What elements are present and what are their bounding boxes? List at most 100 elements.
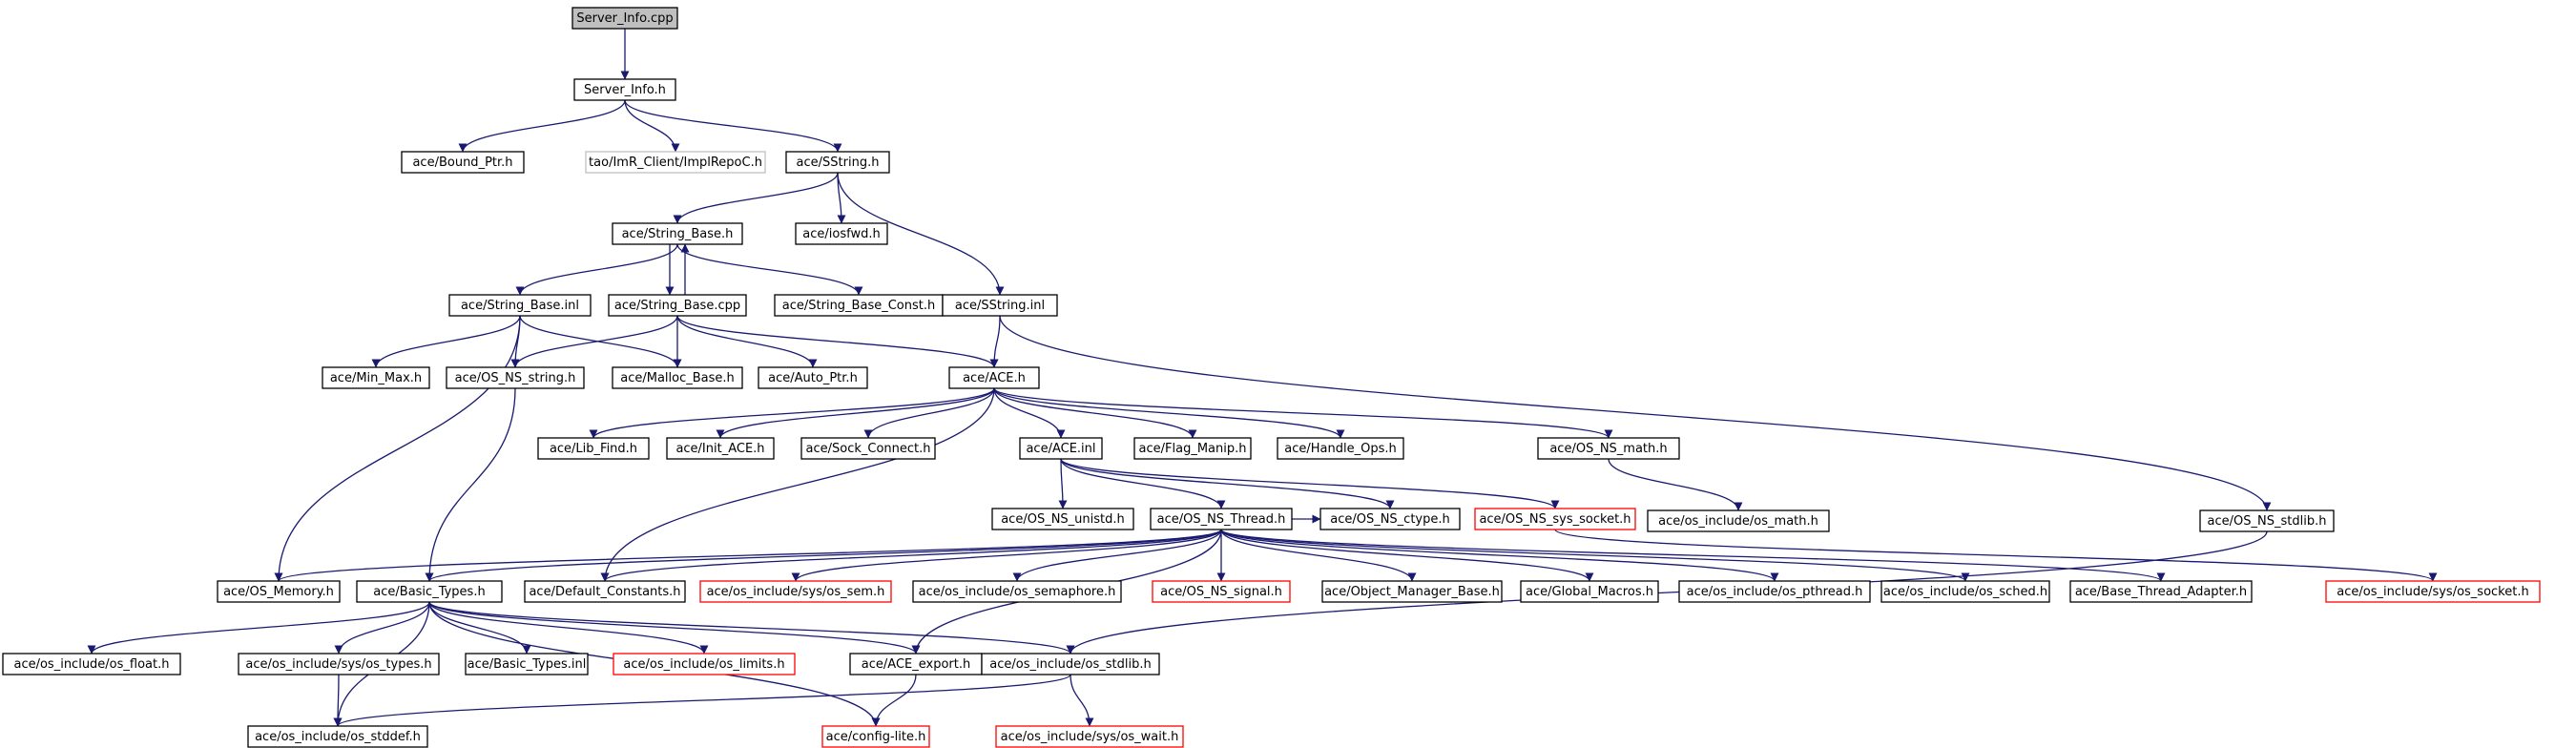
node-ace-os-ns-stdlib-h[interactable]: ace/OS_NS_stdlib.h: [2199, 509, 2335, 532]
node-box[interactable]: [612, 222, 743, 245]
node-ace-string-base-inl[interactable]: ace/String_Base.inl: [448, 294, 592, 317]
node-box[interactable]: [795, 222, 888, 245]
node-box[interactable]: [1537, 437, 1680, 460]
node-box[interactable]: [238, 653, 440, 675]
node-server-info-cpp[interactable]: Server_Info.cpp: [571, 7, 678, 30]
node-ace-os-ns-unistd-h[interactable]: ace/OS_NS_unistd.h: [991, 508, 1134, 530]
node-ace-iosfwd-h[interactable]: ace/iosfwd.h: [795, 222, 888, 245]
node-box[interactable]: [612, 366, 743, 389]
node-box[interactable]: [1647, 509, 1830, 532]
node-box[interactable]: [322, 366, 430, 389]
node-box[interactable]: [608, 294, 747, 317]
node-box[interactable]: [217, 580, 341, 603]
node-ace-base-thread-adapter-h[interactable]: ace/Base_Thread_Adapter.h: [2069, 580, 2253, 603]
node-box[interactable]: [537, 437, 650, 460]
node-ace-os-include-sys-os-socket-h[interactable]: ace/os_include/sys/os_socket.h: [2325, 580, 2541, 603]
node-box[interactable]: [2, 653, 181, 675]
node-box[interactable]: [981, 653, 1160, 675]
node-box[interactable]: [573, 78, 676, 101]
node-ace-sock-connect-h[interactable]: ace/Sock_Connect.h: [800, 437, 936, 460]
node-box[interactable]: [465, 653, 589, 675]
node-ace-auto-ptr-h[interactable]: ace/Auto_Ptr.h: [758, 366, 868, 389]
node-box[interactable]: [800, 437, 936, 460]
node-box[interactable]: [1152, 580, 1291, 603]
node-ace-ace-export-h[interactable]: ace/ACE_export.h: [849, 653, 983, 675]
node-ace-os-ns-string-h[interactable]: ace/OS_NS_string.h: [446, 366, 585, 389]
node-ace-string-base-const-h[interactable]: ace/String_Base_Const.h: [774, 294, 944, 317]
node-box[interactable]: [991, 508, 1134, 530]
edge-line: [1058, 458, 1068, 509]
node-box[interactable]: [524, 580, 686, 603]
node-ace-default-constants-h[interactable]: ace/Default_Constants.h: [524, 580, 686, 603]
node-box[interactable]: [356, 580, 503, 603]
node-box[interactable]: [446, 366, 585, 389]
node-ace-lib-find-h[interactable]: ace/Lib_Find.h: [537, 437, 650, 460]
node-box[interactable]: [995, 725, 1184, 748]
node-box[interactable]: [912, 580, 1122, 603]
node-box[interactable]: [1319, 508, 1461, 530]
node-ace-handle-ops-h[interactable]: ace/Handle_Ops.h: [1277, 437, 1404, 460]
node-ace-config-lite-h[interactable]: ace/config-lite.h: [821, 725, 930, 748]
node-box[interactable]: [785, 151, 890, 174]
node-box[interactable]: [448, 294, 592, 317]
node-ace-ace-h[interactable]: ace/ACE.h: [948, 366, 1040, 389]
node-ace-init-ace-h[interactable]: ace/Init_ACE.h: [666, 437, 775, 460]
node-ace-basic-types-inl[interactable]: ace/Basic_Types.inl: [465, 653, 589, 675]
node-ace-os-ns-sys-socket-h[interactable]: ace/OS_NS_sys_socket.h: [1474, 508, 1636, 530]
node-box[interactable]: [1678, 580, 1871, 603]
node-ace-bound-ptr-h[interactable]: ace/Bound_Ptr.h: [401, 151, 525, 174]
node-ace-os-include-sys-os-sem-h[interactable]: ace/os_include/sys/os_sem.h: [699, 580, 892, 603]
node-box[interactable]: [247, 725, 428, 748]
node-box[interactable]: [2325, 580, 2541, 603]
node-ace-os-ns-ctype-h[interactable]: ace/OS_NS_ctype.h: [1319, 508, 1461, 530]
node-ace-os-include-os-semaphore-h[interactable]: ace/os_include/os_semaphore.h: [912, 580, 1122, 603]
node-ace-global-macros-h[interactable]: ace/Global_Macros.h: [1520, 580, 1659, 603]
node-box[interactable]: [401, 151, 525, 174]
node-ace-basic-types-h[interactable]: ace/Basic_Types.h: [356, 580, 503, 603]
node-ace-min-max-h[interactable]: ace/Min_Max.h: [322, 366, 430, 389]
node-ace-os-ns-signal-h[interactable]: ace/OS_NS_signal.h: [1152, 580, 1291, 603]
node-ace-os-include-sys-os-types-h[interactable]: ace/os_include/sys/os_types.h: [238, 653, 440, 675]
node-ace-os-include-os-stdlib-h[interactable]: ace/os_include/os_stdlib.h: [981, 653, 1160, 675]
node-ace-os-include-os-pthread-h[interactable]: ace/os_include/os_pthread.h: [1678, 580, 1871, 603]
node-box[interactable]: [1277, 437, 1404, 460]
node-box[interactable]: [758, 366, 868, 389]
node-ace-object-manager-base-h[interactable]: ace/Object_Manager_Base.h: [1321, 580, 1503, 603]
node-ace-malloc-base-h[interactable]: ace/Malloc_Base.h: [612, 366, 743, 389]
node-ace-string-base-cpp[interactable]: ace/String_Base.cpp: [608, 294, 747, 317]
node-ace-flag-manip-h[interactable]: ace/Flag_Manip.h: [1133, 437, 1252, 460]
node-box[interactable]: [948, 366, 1040, 389]
node-ace-os-include-sys-os-wait-h[interactable]: ace/os_include/sys/os_wait.h: [995, 725, 1184, 748]
node-box[interactable]: [1019, 437, 1103, 460]
node-box[interactable]: [1321, 580, 1503, 603]
node-ace-os-ns-math-h[interactable]: ace/OS_NS_math.h: [1537, 437, 1680, 460]
node-ace-os-include-os-limits-h[interactable]: ace/os_include/os_limits.h: [613, 653, 796, 675]
node-box[interactable]: [1150, 508, 1293, 530]
node-box[interactable]: [613, 653, 796, 675]
node-ace-ace-inl[interactable]: ace/ACE.inl: [1019, 437, 1103, 460]
node-box[interactable]: [699, 580, 892, 603]
node-box[interactable]: [666, 437, 775, 460]
node-box[interactable]: [1133, 437, 1252, 460]
node-ace-os-memory-h[interactable]: ace/OS_Memory.h: [217, 580, 341, 603]
node-ace-os-include-os-stddef-h[interactable]: ace/os_include/os_stddef.h: [247, 725, 428, 748]
node-ace-os-include-os-float-h[interactable]: ace/os_include/os_float.h: [2, 653, 181, 675]
node-box[interactable]: [585, 151, 766, 174]
node-tao-imr-client-implrepoc-h[interactable]: tao/ImR_Client/ImplRepoC.h: [585, 151, 766, 174]
node-box[interactable]: [942, 294, 1058, 317]
node-box[interactable]: [2199, 509, 2335, 532]
node-ace-string-base-h[interactable]: ace/String_Base.h: [612, 222, 743, 245]
node-ace-os-ns-thread-h[interactable]: ace/OS_NS_Thread.h: [1150, 508, 1293, 530]
node-box[interactable]: [1520, 580, 1659, 603]
node-server-info-h[interactable]: Server_Info.h: [573, 78, 676, 101]
node-box[interactable]: [821, 725, 930, 748]
node-ace-sstring-h[interactable]: ace/SString.h: [785, 151, 890, 174]
node-ace-sstring-inl[interactable]: ace/SString.inl: [942, 294, 1058, 317]
node-box[interactable]: [1474, 508, 1636, 530]
edge-ace-os-ns-thread-h-to-ace-os-memory-h: [274, 529, 1222, 582]
node-box[interactable]: [1880, 580, 2050, 603]
node-ace-os-include-os-math-h[interactable]: ace/os_include/os_math.h: [1647, 509, 1830, 532]
node-ace-os-include-os-sched-h[interactable]: ace/os_include/os_sched.h: [1880, 580, 2050, 603]
node-box[interactable]: [2069, 580, 2253, 603]
node-box[interactable]: [571, 7, 678, 30]
